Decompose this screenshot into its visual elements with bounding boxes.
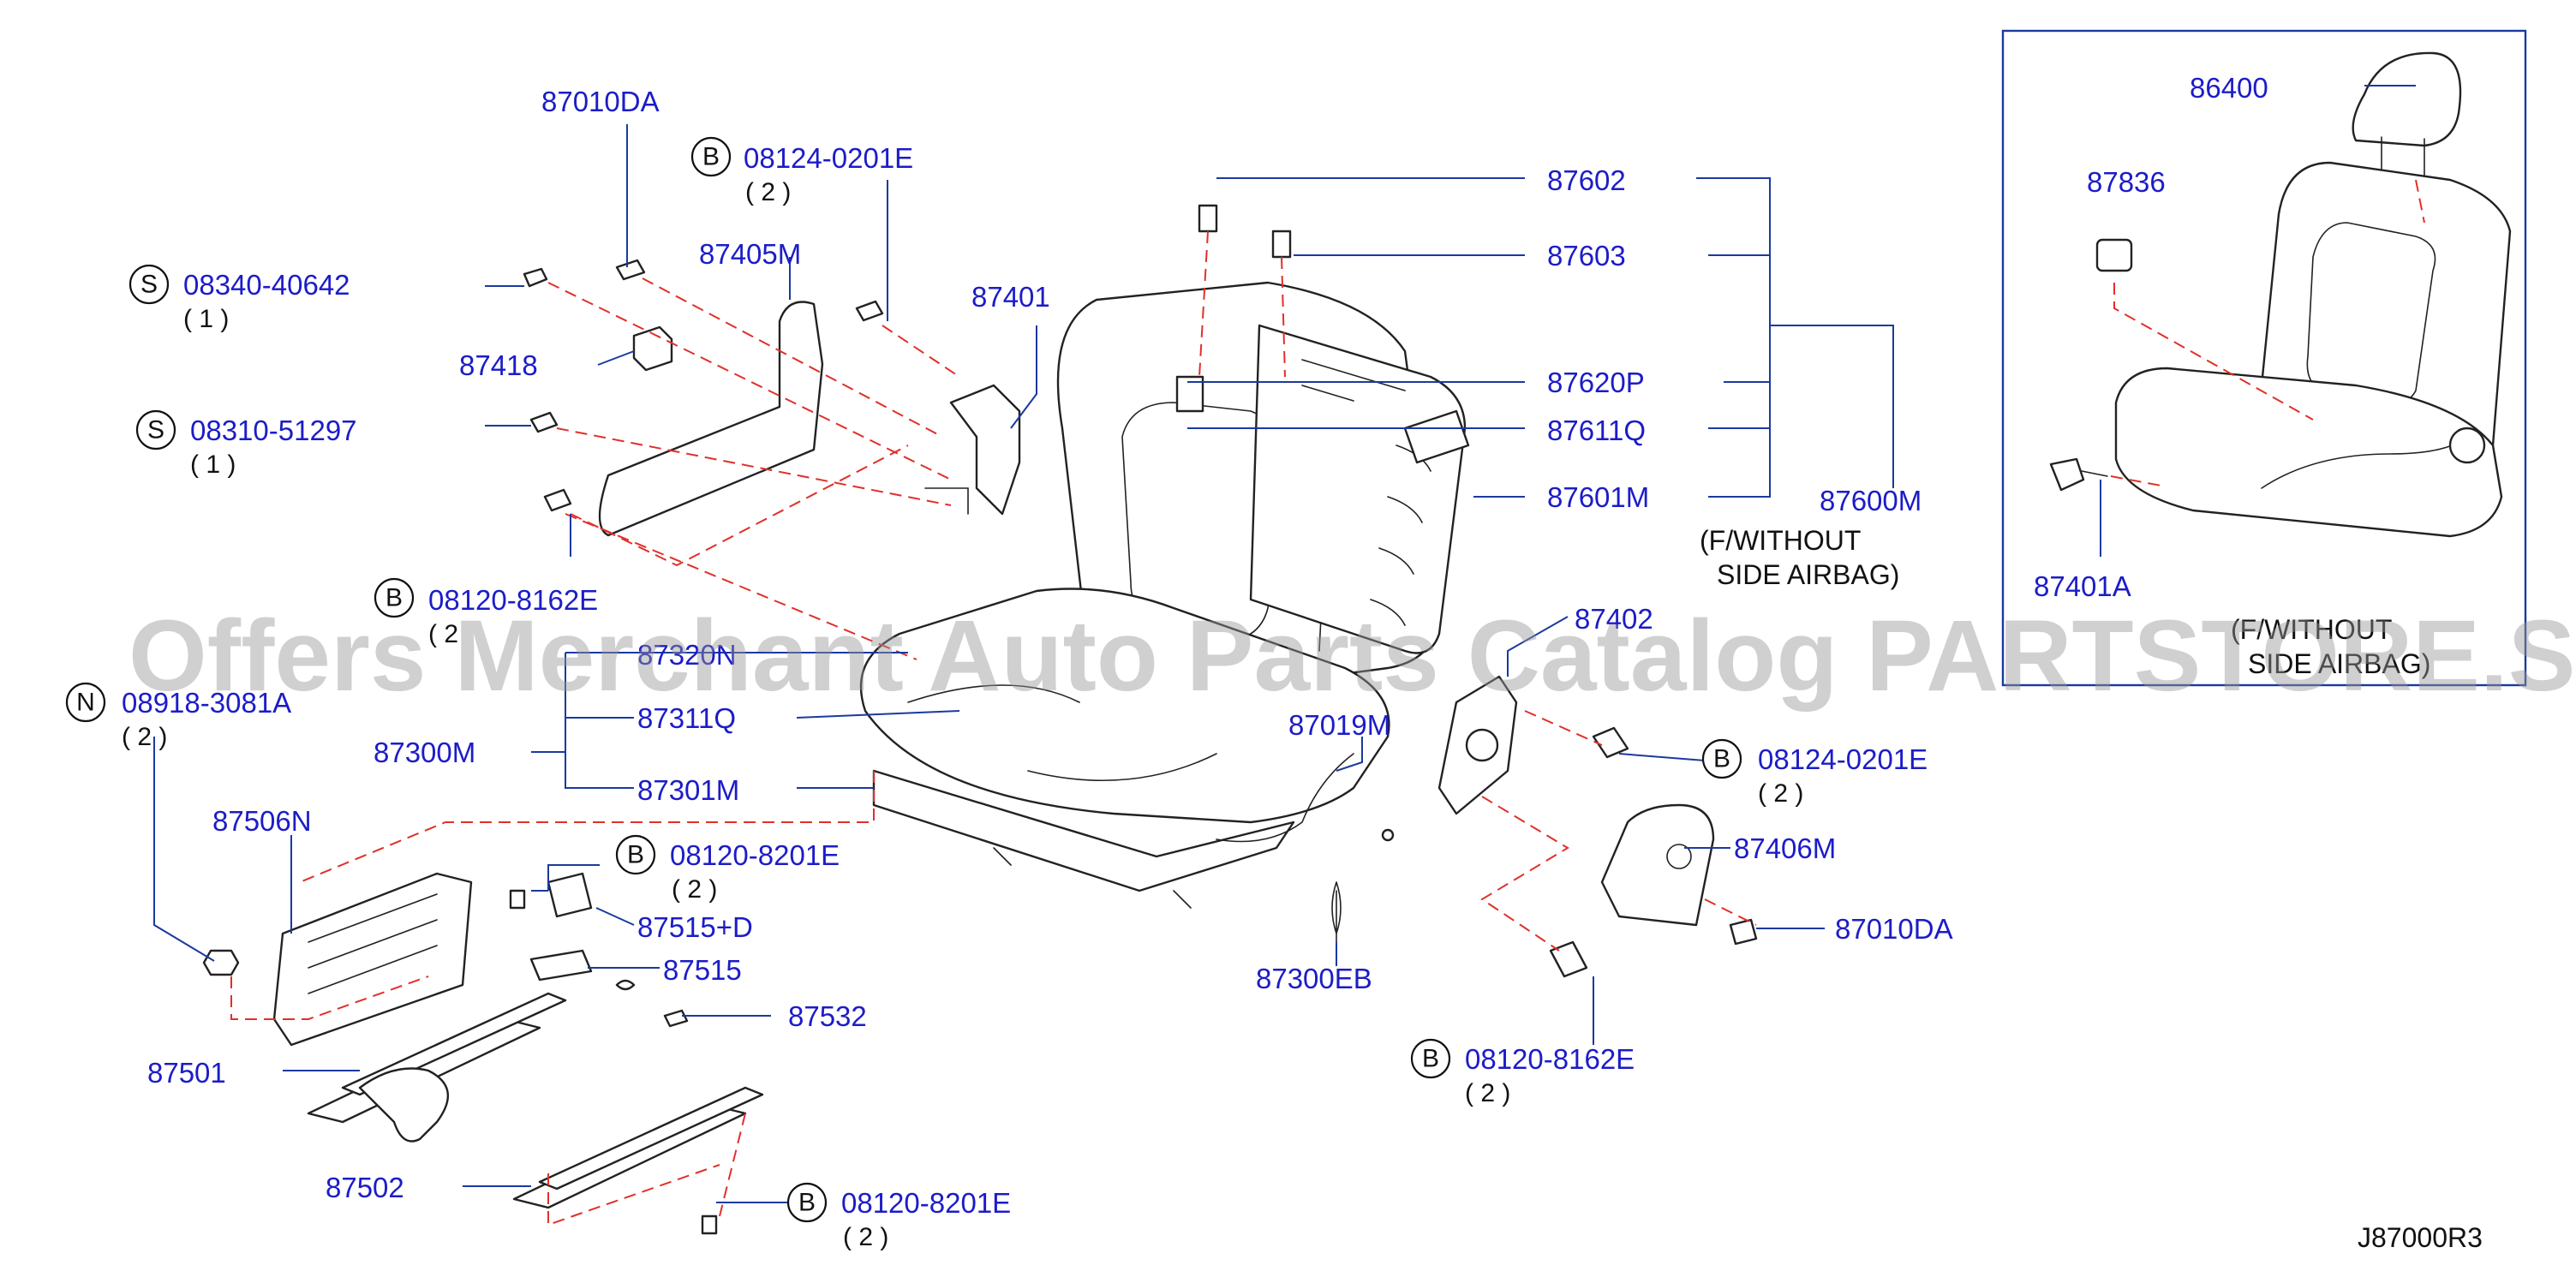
label-08310-51297[interactable]: 08310-51297 (190, 415, 357, 446)
label-08120-8162E-left[interactable]: 08120-8162E (428, 584, 598, 616)
label-87405M[interactable]: 87405M (699, 238, 801, 270)
label-87602[interactable]: 87602 (1547, 164, 1626, 196)
dashed-assembly-lines (230, 230, 1757, 1226)
prefix-circle-B-6 (1410, 1038, 1451, 1079)
prefix-circle-B-2 (374, 577, 415, 618)
prefix-circle-N (65, 682, 106, 723)
inset-note-line1: (F/WITHOUT (2231, 614, 2392, 645)
prefix-letter-S: S (140, 271, 158, 299)
seat-assembly-drawing (202, 204, 1758, 1235)
label-87515-D[interactable]: 87515+D (637, 911, 753, 943)
label-08918-3081A[interactable]: 08918-3081A (122, 687, 291, 719)
qty-08124-0201E-top: ( 2 ) (745, 178, 791, 206)
qty-08120-8201E-mid: ( 2 ) (672, 875, 717, 904)
label-87502[interactable]: 87502 (326, 1172, 404, 1203)
note-without-airbag-line1: (F/WITHOUT (1700, 525, 1861, 556)
label-08124-0201E-top[interactable]: 08124-0201E (744, 142, 913, 174)
label-87418[interactable]: 87418 (459, 349, 538, 381)
qty-08120-8162E-left: ( 2 (428, 620, 458, 648)
qty-08120-8201E-bottom: ( 2 ) (843, 1223, 888, 1251)
inset-frame (2001, 29, 2527, 687)
watermark-text: Offers Merchant Auto Parts Catalog PARTS… (129, 600, 2576, 713)
label-87601M[interactable]: 87601M (1547, 481, 1649, 513)
label-87010DA-right[interactable]: 87010DA (1835, 913, 1953, 945)
label-87019M[interactable]: 87019M (1288, 709, 1390, 741)
label-08120-8201E-mid[interactable]: 08120-8201E (670, 839, 840, 871)
label-87301M[interactable]: 87301M (637, 774, 739, 806)
prefix-circle-S (129, 264, 170, 305)
inset-note-line2: SIDE AIRBAG) (2248, 648, 2430, 679)
label-87600M[interactable]: 87600M (1820, 485, 1922, 516)
label-08120-8162E-right[interactable]: 08120-8162E (1465, 1043, 1635, 1075)
label-87515[interactable]: 87515 (663, 954, 742, 986)
label-87401[interactable]: 87401 (971, 281, 1050, 313)
label-08120-8201E-bottom[interactable]: 08120-8201E (841, 1187, 1011, 1219)
label-87620P[interactable]: 87620P (1547, 367, 1645, 398)
prefix-letter-B-4: B (798, 1189, 816, 1217)
prefix-circle-B-4 (786, 1182, 828, 1223)
prefix-circle-B-3 (615, 834, 656, 875)
note-without-airbag-line2: SIDE AIRBAG) (1717, 559, 1899, 590)
prefix-letter-N: N (76, 689, 95, 717)
prefix-circle-B (690, 136, 732, 177)
prefix-letter-B-2: B (386, 584, 403, 612)
label-87300M[interactable]: 87300M (374, 737, 475, 768)
part-labels: 87010DA B 08124-0201E ( 2 ) 87405M S 083… (65, 72, 2483, 1253)
label-87402[interactable]: 87402 (1575, 603, 1653, 635)
label-87611Q[interactable]: 87611Q (1547, 415, 1646, 446)
label-08124-0201E-right[interactable]: 08124-0201E (1758, 743, 1928, 775)
inset-seat-drawing (2049, 51, 2512, 538)
label-87406M[interactable]: 87406M (1734, 832, 1836, 864)
label-86400[interactable]: 86400 (2190, 72, 2268, 104)
qty-08918-3081A: ( 2 ) (122, 723, 167, 751)
label-87603[interactable]: 87603 (1547, 240, 1626, 272)
qty-08124-0201E-right: ( 2 ) (1758, 779, 1803, 808)
label-87836[interactable]: 87836 (2087, 166, 2166, 198)
diagram-code: J87000R3 (2358, 1222, 2483, 1253)
label-87010DA-top[interactable]: 87010DA (541, 86, 660, 117)
label-87300EB[interactable]: 87300EB (1256, 963, 1372, 994)
qty-08310-51297: ( 1 ) (190, 451, 236, 479)
prefix-letter-S-2: S (147, 416, 164, 445)
prefix-letter-B-6: B (1422, 1045, 1439, 1073)
qty-08340-40642: ( 1 ) (183, 305, 229, 333)
prefix-letter-B-5: B (1713, 745, 1730, 773)
prefix-letter-B: B (702, 143, 720, 171)
label-87501[interactable]: 87501 (147, 1057, 226, 1089)
prefix-letter-B-3: B (627, 841, 644, 869)
leader-lines (153, 124, 1894, 1203)
prefix-circle-B-5 (1701, 738, 1742, 779)
label-87532[interactable]: 87532 (788, 1000, 867, 1032)
label-87401A[interactable]: 87401A (2034, 570, 2131, 602)
label-87320N[interactable]: 87320N (637, 639, 737, 671)
prefix-circle-S-2 (135, 409, 176, 451)
label-87311Q[interactable]: 87311Q (637, 702, 736, 734)
label-08340-40642[interactable]: 08340-40642 (183, 269, 350, 301)
qty-08120-8162E-right: ( 2 ) (1465, 1079, 1510, 1107)
label-87506N[interactable]: 87506N (212, 805, 312, 837)
